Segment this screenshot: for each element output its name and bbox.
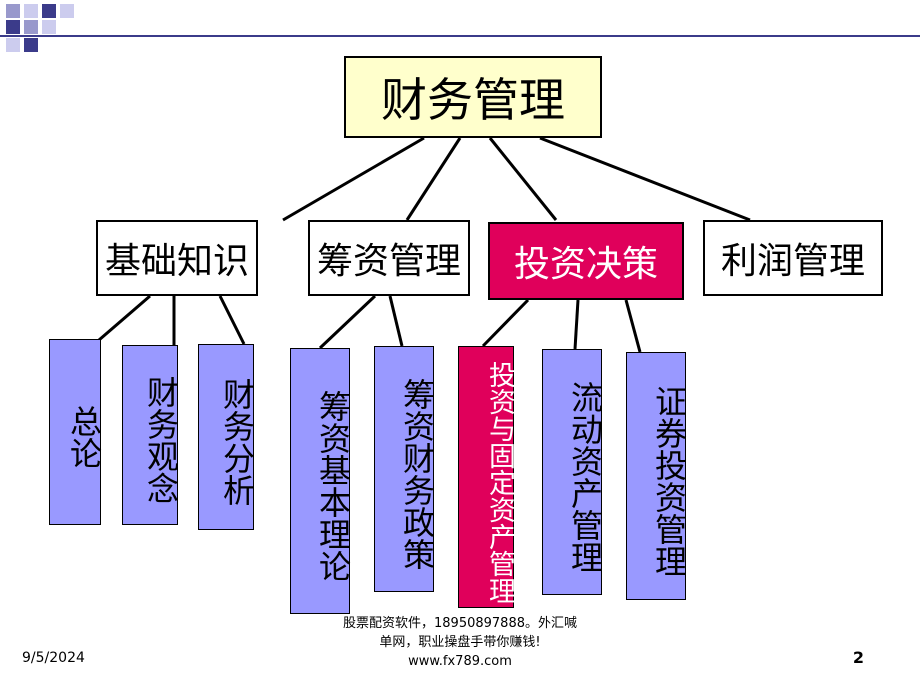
leaf-node: 筹资财务政策	[374, 346, 436, 592]
page-number: 2	[852, 648, 864, 667]
watermark: 股票配资软件，18950897888。外汇喊 单网，职业操盘手带你赚钱! www…	[320, 614, 600, 671]
leaf-node: 流动资产管理	[542, 349, 604, 595]
connector-line	[388, 295, 404, 347]
connector-line	[481, 298, 530, 348]
leaf-node: 财务观念	[122, 345, 180, 525]
category-node: 基础知识	[96, 220, 258, 296]
watermark-url: www.fx789.com	[408, 654, 512, 669]
leaf-label: 投资与固定资产管理	[484, 360, 515, 604]
category-label: 基础知识	[104, 241, 249, 282]
deco-square	[60, 4, 74, 18]
deco-square	[42, 20, 56, 34]
connector-line	[539, 136, 751, 222]
leaf-label: 流动资产管理	[566, 381, 604, 573]
footer-date: 9/5/2024	[22, 650, 85, 666]
watermark-line: 单网，职业操盘手带你赚钱!	[379, 635, 541, 650]
deco-square	[24, 4, 38, 18]
leaf-label: 财务分析	[218, 378, 256, 506]
deco-square	[6, 4, 20, 18]
leaf-node: 筹资基本理论	[290, 348, 352, 614]
leaf-label: 证券投资管理	[650, 385, 688, 577]
header-rule	[0, 35, 920, 37]
leaf-node: 财务分析	[198, 344, 256, 530]
connector-line	[405, 137, 462, 221]
deco-square	[42, 4, 56, 18]
leaf-label: 筹资财务政策	[398, 378, 436, 570]
connector-line	[318, 294, 377, 350]
leaf-node-highlighted: 投资与固定资产管理	[458, 346, 515, 608]
category-node: 利润管理	[703, 220, 883, 296]
connector-line	[573, 299, 580, 350]
connector-line	[282, 136, 425, 222]
leaf-node: 证券投资管理	[626, 352, 688, 600]
leaf-label: 财务观念	[142, 376, 180, 504]
category-node-highlighted: 投资决策	[488, 222, 684, 300]
category-label: 投资决策	[513, 244, 658, 285]
leaf-node: 总论	[49, 339, 103, 525]
connector-line	[218, 295, 246, 345]
leaf-label: 总论	[65, 405, 103, 469]
category-label: 筹资管理	[316, 241, 461, 282]
deco-square	[6, 38, 20, 52]
deco-square	[24, 38, 38, 52]
deco-square	[24, 20, 38, 34]
category-node: 筹资管理	[308, 220, 470, 296]
deco-square	[6, 20, 20, 34]
connector-line	[98, 294, 151, 342]
connector-line	[624, 299, 642, 353]
leaf-label: 筹资基本理论	[314, 390, 352, 582]
connector-line	[488, 137, 558, 221]
root-node-label: 财务管理	[381, 73, 565, 127]
root-node: 财务管理	[344, 56, 602, 138]
watermark-line: 股票配资软件，18950897888。外汇喊	[343, 616, 577, 631]
category-label: 利润管理	[720, 241, 865, 282]
